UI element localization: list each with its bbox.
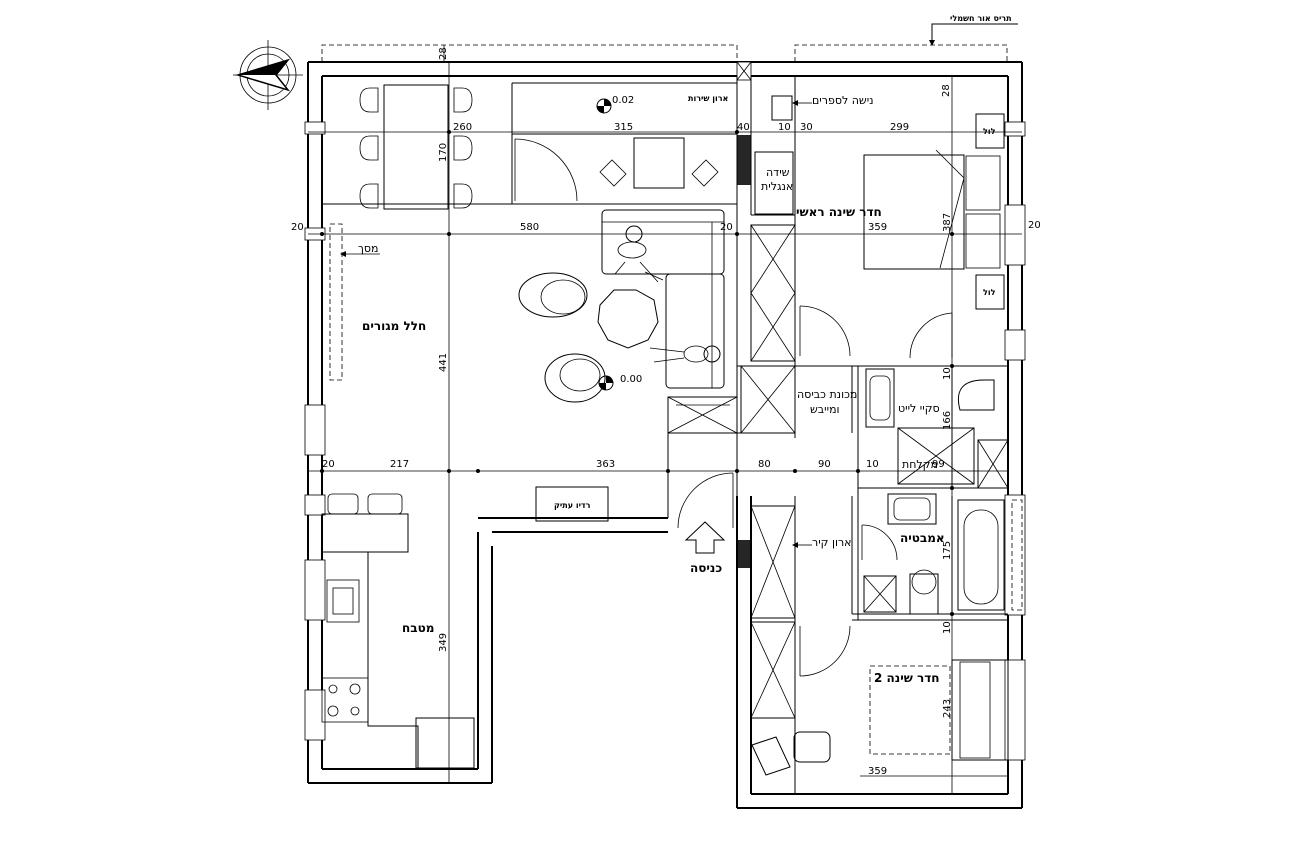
bed2-rug bbox=[869, 665, 951, 755]
bath-lower-fixtures bbox=[863, 493, 1023, 615]
level-upper-text: 0.02 bbox=[612, 95, 634, 106]
dim-right-20: 20 bbox=[1028, 220, 1041, 231]
nightstand-bottom bbox=[975, 274, 1005, 310]
dim-20c: 20 bbox=[322, 459, 335, 470]
dim-260: 260 bbox=[453, 122, 472, 133]
dim-349: 349 bbox=[438, 633, 449, 652]
entrance-arrow-icon bbox=[684, 521, 726, 554]
washer-label-1: מכונת כביסה bbox=[797, 388, 857, 401]
compass-icon bbox=[233, 40, 303, 110]
room-living: חלל מגורים bbox=[362, 319, 426, 333]
dim-315: 315 bbox=[614, 122, 633, 133]
desk-chair-bedroom2 bbox=[751, 731, 831, 776]
nightstand-bottom-label: לול bbox=[983, 288, 996, 297]
shower-label: מקלחת bbox=[902, 458, 938, 471]
level-marker-upper bbox=[596, 98, 612, 114]
dim-ticks bbox=[320, 130, 954, 616]
dim-40: 40 bbox=[737, 122, 750, 133]
sofa bbox=[601, 209, 725, 389]
ceiling-light-label: סקיי לייט bbox=[898, 402, 940, 415]
book-niche-label: נישה לספרים bbox=[812, 94, 874, 107]
window-marks bbox=[304, 61, 1026, 761]
radio-label: רדיו עתיק bbox=[554, 501, 591, 510]
dim-10a: 10 bbox=[778, 122, 791, 133]
dim-441: 441 bbox=[438, 353, 449, 372]
washer-label-2: ומייבש bbox=[810, 403, 840, 416]
dim-90: 90 bbox=[818, 459, 831, 470]
chest-label-2: אנגלית bbox=[761, 180, 793, 193]
dim-30: 30 bbox=[800, 122, 813, 133]
closet-hall bbox=[667, 396, 738, 434]
dim-166: 166 bbox=[942, 411, 953, 430]
level-marker-main bbox=[598, 375, 614, 391]
dim-10d: 10 bbox=[942, 621, 953, 634]
dim-243: 243 bbox=[942, 699, 953, 718]
dim-359a: 359 bbox=[868, 222, 887, 233]
room-bedroom2: חדר שינה 2 bbox=[874, 671, 940, 685]
closet-wall bbox=[750, 505, 796, 619]
dim-387: 387 bbox=[942, 213, 953, 232]
dim-99: 99 bbox=[932, 459, 945, 470]
armchair-top bbox=[518, 272, 588, 318]
note-leader bbox=[931, 23, 1018, 44]
closet-master bbox=[750, 224, 796, 362]
closet-bedroom2 bbox=[750, 621, 796, 719]
dim-20b: 20 bbox=[720, 222, 733, 233]
dim-580: 580 bbox=[520, 222, 539, 233]
room-kitchen: מטבח bbox=[402, 621, 434, 635]
english-chest bbox=[754, 151, 794, 215]
person-seated-icon bbox=[614, 225, 664, 283]
dim-359b: 359 bbox=[868, 766, 887, 777]
tv-screen bbox=[329, 223, 343, 381]
single-bed bbox=[951, 659, 1009, 761]
room-entrance: כניסה bbox=[690, 561, 722, 575]
kitchen-counter bbox=[321, 493, 475, 769]
dim-left-20: 20 bbox=[291, 222, 304, 233]
book-niche bbox=[771, 95, 793, 121]
room-master-bedroom: חדר שינה ראשי bbox=[796, 205, 882, 219]
chest-label-1: שידה bbox=[766, 166, 790, 179]
double-bed bbox=[863, 149, 1001, 270]
dim-10c: 10 bbox=[942, 367, 953, 380]
dim-80: 80 bbox=[758, 459, 771, 470]
closet-laundry bbox=[740, 365, 796, 434]
nightstand-top bbox=[975, 113, 1005, 149]
dim-10b: 10 bbox=[866, 459, 879, 470]
dim-top-right-28: 28 bbox=[941, 84, 952, 97]
desk bbox=[599, 137, 719, 189]
level-main-text: 0.00 bbox=[620, 374, 642, 385]
dim-top-left-28: 28 bbox=[438, 47, 449, 60]
dim-363: 363 bbox=[596, 459, 615, 470]
dim-299: 299 bbox=[890, 122, 909, 133]
dim-170: 170 bbox=[438, 143, 449, 162]
screen-label: מסך bbox=[358, 242, 379, 255]
person-lying-icon bbox=[649, 345, 721, 363]
room-bathroom: אמבטיה bbox=[900, 531, 945, 545]
header-note: תריס אור חשמלי bbox=[950, 14, 1012, 23]
radio-cabinet bbox=[535, 486, 609, 522]
round-rug bbox=[597, 289, 659, 349]
dining-table bbox=[359, 84, 473, 210]
wall-closet-label: ארון קיר bbox=[812, 536, 852, 549]
nightstand-top-label: לול bbox=[983, 127, 996, 136]
armchair-bottom bbox=[544, 353, 606, 403]
service-cabinet-label: ארון שירות bbox=[688, 94, 729, 103]
dim-175: 175 bbox=[942, 541, 953, 560]
dim-217: 217 bbox=[390, 459, 409, 470]
bath-upper-fixtures bbox=[865, 368, 1009, 489]
